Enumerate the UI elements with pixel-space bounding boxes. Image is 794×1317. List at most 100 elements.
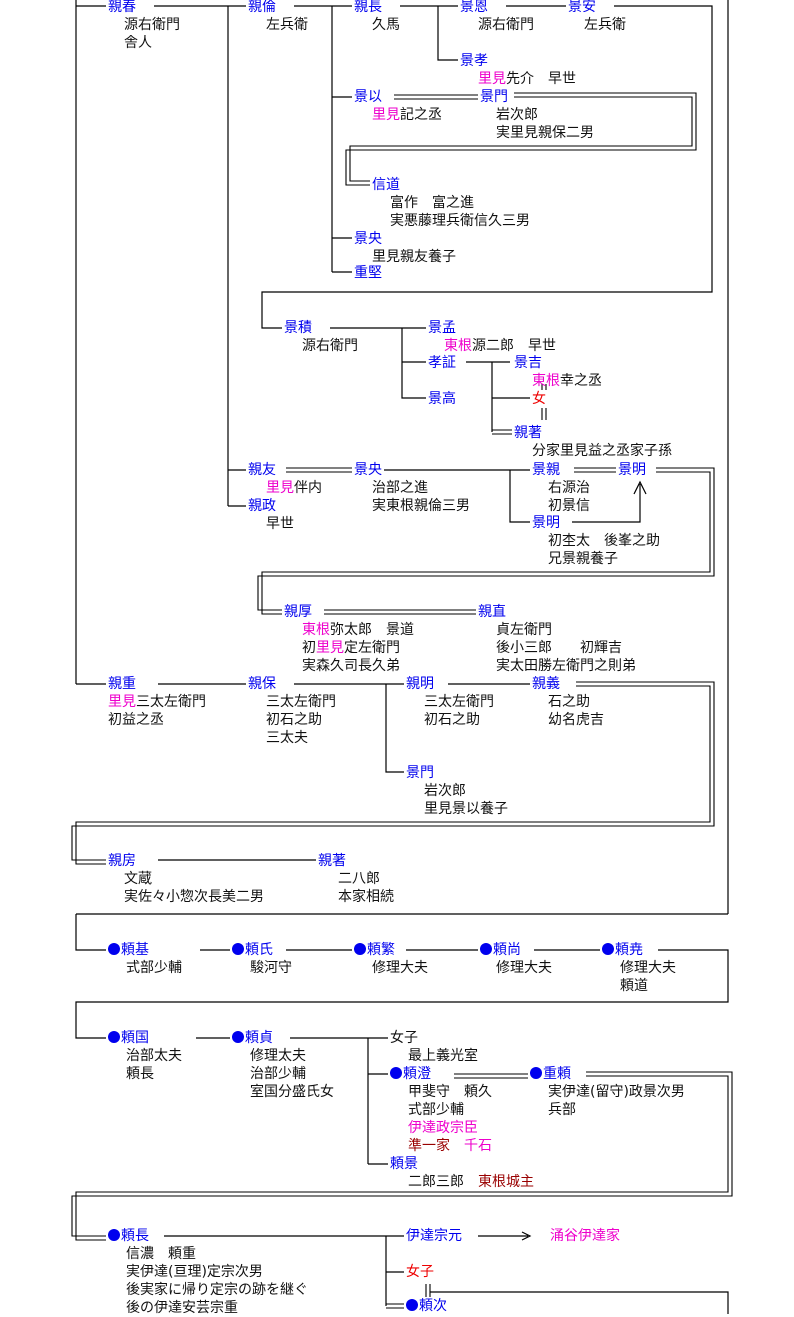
note: 岩次郎 [424,783,466,799]
note-text: 記之丞 [400,107,442,123]
person-chikayoshi[interactable]: 親義 [530,675,562,693]
person-kageo[interactable]: 景央 [352,230,384,248]
person-joshi-2[interactable]: 女子 [404,1263,436,1281]
person-joshi[interactable]: 女子 [388,1029,420,1047]
person-yorimoto[interactable]: 頼基 [106,941,151,959]
note: 初景信 [548,498,590,514]
person-nobumichi[interactable]: 信道 [370,176,402,194]
line [332,96,352,273]
person-chikaharu[interactable]: 親春 [106,0,138,16]
person-kageaki-2[interactable]: 景明 [530,514,562,532]
person-yorizumi[interactable]: 頼澄 [388,1065,433,1083]
person-yorikuni[interactable]: 頼国 [106,1029,151,1047]
note: 二八郎 [338,871,380,887]
person-yoriuji[interactable]: 頼氏 [230,941,275,959]
person-yoritaka[interactable]: 頼尭 [600,941,645,959]
person-date-munemoto[interactable]: 伊達宗元 [404,1227,464,1245]
note: 源右衛門 [302,338,358,354]
note: 左兵衛 [266,17,308,33]
lineage-dot-icon [406,1299,418,1311]
note: 源右衛門 [478,17,534,33]
person-chikanao[interactable]: 親直 [476,603,508,621]
note-text: 源二郎 早世 [472,338,556,354]
note: 実佐々小惣次長美二男 [124,889,264,905]
person-kagechika[interactable]: 景親 [530,461,562,479]
note: 里見親友養子 [372,249,456,265]
person-chikaatsu[interactable]: 親厚 [282,603,314,621]
person-kagemochi[interactable]: 景以 [352,88,384,106]
person-onna[interactable]: 女 [530,390,548,408]
person-chikaaki-4[interactable]: 親著 [316,852,348,870]
person-chikaaki[interactable]: 親著 [512,424,544,442]
note: 室国分盛氏女 [250,1084,334,1100]
note-text: 東根城主 [478,1174,534,1190]
person-chikanaga[interactable]: 親長 [352,0,384,16]
note: 初里見定左衛門 [302,639,400,657]
person-shigeyori[interactable]: 重頼 [528,1065,573,1083]
double-line [394,94,478,100]
note: 修理大夫 [620,960,676,976]
person-yorikage[interactable]: 頼景 [388,1155,420,1173]
note: 駿河守 [250,960,292,976]
line [154,5,713,506]
double-line [71,1071,733,1241]
note: 治部少輔 [250,1066,306,1082]
note-prefix: 東根 [532,373,560,389]
line [75,913,728,951]
person-yorishige[interactable]: 頼繁 [352,941,397,959]
note: 右源治 [548,480,590,496]
person-chikayasu[interactable]: 親保 [246,675,278,693]
note: 文蔵 [124,871,152,887]
person-chikamasa[interactable]: 親政 [246,497,278,515]
person-yoritsugu[interactable]: 頼次 [404,1297,449,1315]
note: 伊達政宗臣 [408,1120,478,1136]
line [430,1291,729,1314]
person-chikaaki-3[interactable]: 親明 [404,675,436,693]
lineage-dot-icon [602,943,614,955]
person-name: 頼澄 [403,1066,431,1082]
note: 富作 富之進 [390,195,474,211]
note: 二郎三郎 東根城主 [408,1173,534,1191]
person-kagekado[interactable]: 景門 [478,88,510,106]
person-kageyasu[interactable]: 景安 [566,0,598,16]
person-kagetaka2[interactable]: 景高 [426,390,458,408]
note: 実東根親倫三男 [372,498,470,514]
person-kageo-2[interactable]: 景央 [352,461,384,479]
double-line [386,1303,404,1309]
person-yorinaga[interactable]: 頼長 [106,1227,151,1245]
note-prefix: 里見 [266,480,294,496]
person-kagetake[interactable]: 景孟 [426,319,458,337]
note: 頼道 [620,978,648,994]
person-kageon[interactable]: 景恩 [458,0,490,16]
note: 実悪藤理兵衛信久三男 [390,213,530,229]
note: 式部少輔 [408,1102,464,1118]
note: 里見景以養子 [424,801,508,817]
person-chikanori[interactable]: 親倫 [246,0,278,16]
link-wakuya-date-family[interactable]: 涌谷伊達家 [548,1227,622,1245]
person-name: 頼次 [419,1298,447,1314]
person-chikatomo[interactable]: 親友 [246,461,278,479]
note: 実里見親保二男 [496,125,594,141]
note: 舎人 [124,35,152,51]
person-chikafusa[interactable]: 親房 [106,852,138,870]
note: 里見先介 早世 [478,70,576,88]
note: 分家里見益之丞家子孫 [532,443,672,459]
person-kageyoshi[interactable]: 景吉 [512,354,544,372]
person-name: 頼繁 [367,942,395,958]
note: 治部之進 [372,480,428,496]
person-kageaki[interactable]: 景明 [616,461,648,479]
note: 修理大夫 [372,960,428,976]
note: 東根源二郎 早世 [444,337,556,355]
person-chikashige[interactable]: 親重 [106,675,138,693]
note: 岩次郎 [496,107,538,123]
person-shigekata[interactable]: 重堅 [352,264,384,282]
line [75,949,729,1039]
person-takasho[interactable]: 孝証 [426,354,458,372]
note: 貞左衛門 [496,622,552,638]
person-yorisada[interactable]: 頼貞 [230,1029,275,1047]
note: 後小三郎 初輝吉 [496,640,622,656]
person-kagetaka[interactable]: 景孝 [458,52,490,70]
person-kagetsumi[interactable]: 景積 [282,319,314,337]
person-yorinao[interactable]: 頼尚 [478,941,523,959]
person-kagekado-2[interactable]: 景門 [404,764,436,782]
